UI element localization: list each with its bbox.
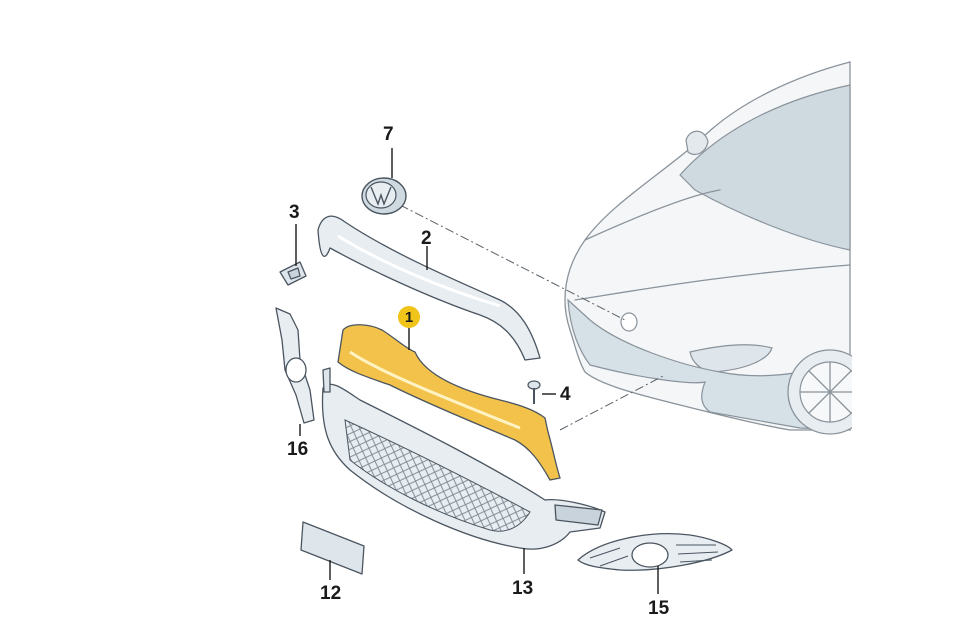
car-bumper: [567, 298, 851, 431]
part-13-side-tab: [554, 504, 603, 526]
label-12: 12: [320, 583, 341, 604]
car-hood-line: [584, 189, 721, 241]
part-1-inner-highlight: [349, 350, 521, 430]
reference-lines: [399, 204, 666, 431]
car-hood-front: [574, 264, 851, 301]
part-12-plate: [300, 521, 365, 575]
car-crop-mask: [852, 0, 960, 640]
label-1: 1: [405, 309, 413, 326]
part-numbers: 7 3 2 1 4 16 13 12 15: [287, 124, 670, 619]
label-7: 7: [383, 124, 394, 145]
part-13-post: [322, 367, 331, 393]
car-wheel-spokes: [799, 361, 861, 423]
ref-line-grille: [559, 374, 666, 431]
label-15: 15: [648, 598, 670, 619]
part-1-grille-frame: [337, 324, 561, 481]
part-15-fog-grille: [577, 533, 733, 571]
part-2-inner-highlight: [337, 234, 501, 308]
part-16-fog-ring: [285, 357, 307, 383]
car-windshield: [679, 84, 851, 251]
part-13-lower-grille: [321, 383, 606, 550]
part-13-mesh: [344, 419, 531, 532]
label-13: 13: [512, 578, 533, 599]
label-4: 4: [560, 384, 571, 405]
label-3: 3: [289, 202, 300, 223]
label-1-badge: [398, 306, 420, 328]
car-emblem-spot: [620, 312, 638, 332]
part-4-screw: [527, 380, 541, 404]
car-mirror: [685, 130, 709, 155]
part-3-clip-tab: [287, 267, 301, 280]
ref-line-emblem: [399, 204, 626, 321]
label-16: 16: [287, 439, 308, 460]
car-illustration: [564, 0, 960, 640]
car-headlight: [689, 344, 773, 373]
part-7-emblem: [361, 177, 407, 215]
label-2: 2: [421, 228, 432, 249]
part-2-trim-strip: [317, 215, 541, 361]
leader-lines: [295, 148, 659, 594]
